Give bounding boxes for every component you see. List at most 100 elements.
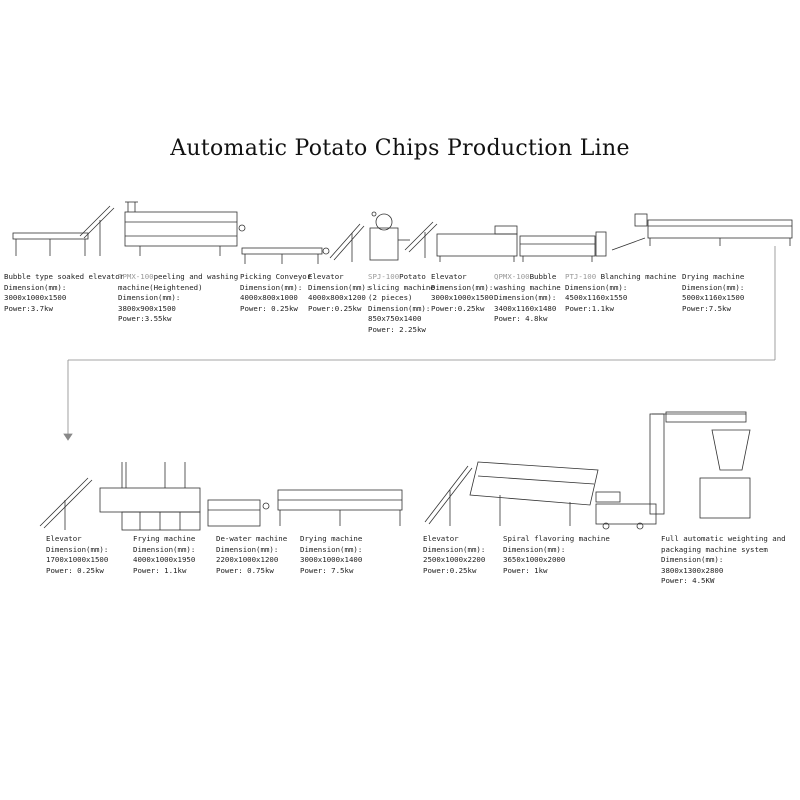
machine-dimension: 2500x1000x2200 [423, 555, 486, 565]
machine-label-elevator-4: Elevator Dimension(mm): 2500x1000x2200 P… [423, 534, 485, 576]
machine-name: Drying machine [682, 272, 745, 281]
machine-power: Power:0.25kw [431, 303, 485, 313]
machine-name: Bubble type soaked elevator [4, 272, 125, 281]
machine-power: Power:0.25kw [423, 565, 477, 575]
flow-arrowhead [63, 433, 73, 441]
machine-label-slicing-machine: SPJ-100Potato slicing machine (2 pieces)… [368, 272, 435, 336]
machine-dimension-label: Dimension(mm): [133, 544, 196, 554]
machine-power: Power:1.1kw [565, 303, 614, 313]
machine-power: Power:3.55kw [118, 314, 172, 324]
machine-dimension-label: Dimension(mm): [423, 544, 486, 554]
machine-dimension: 3800x900x1500 [118, 303, 176, 313]
machine-dimension-label: Dimension(mm): [216, 544, 279, 554]
machine-dimension: 3000x1000x1500 [4, 293, 67, 303]
machine-power: Power: 0.75kw [216, 565, 274, 575]
machine-dimension: 4000x800x1000 [240, 293, 298, 303]
elevator-4-drawing [424, 465, 473, 526]
machine-power: Power:0.25kw [308, 303, 362, 313]
blanching-machine-drawing [519, 231, 607, 262]
machine-dimension-label: Dimension(mm): [240, 282, 303, 292]
machine-dimension: 4000x800x1200 [308, 293, 366, 303]
machine-label-frying: Frying machine Dimension(mm): 4000x1000x… [133, 534, 195, 576]
machine-dimension-label: Dimension(mm): [661, 555, 724, 565]
machine-dimension: 3650x1000x2000 [503, 555, 566, 565]
machine-name: Bubble [529, 272, 557, 281]
bubble-soaked-elevator-drawing [12, 205, 115, 256]
machine-name: Picking Conveyor [240, 272, 312, 281]
machine-power: Power: 4.5KW [661, 576, 715, 586]
machine-name: Elevator [423, 534, 459, 543]
machine-label-drying-1: Drying machine Dimension(mm): 5000x1160x… [682, 272, 744, 314]
machine-code: PTJ-100 [565, 272, 597, 281]
machine-power: Power: 1kw [503, 565, 548, 575]
machine-name: peeling and washing [153, 272, 239, 281]
machine-dimension: 2200x1000x1200 [216, 555, 279, 565]
drying-machine-2-drawing [277, 489, 403, 526]
machine-dimension: 1700x1000x1500 [46, 555, 109, 565]
flow-connector-arrow [67, 246, 776, 436]
machine-dimension-label: Dimension(mm): [4, 282, 67, 292]
machine-name: Full automatic weighting and [661, 534, 786, 543]
machine-label-picking-conveyor: Picking Conveyor Dimension(mm): 4000x800… [240, 272, 311, 314]
slicing-machine-drawing [369, 211, 410, 261]
machine-dimension-label: Dimension(mm): [503, 544, 566, 554]
elevator-1-drawing [329, 223, 365, 262]
machine-name-line2: packaging machine system [661, 544, 768, 554]
machine-dimension-label: Dimension(mm): [46, 544, 109, 554]
machine-label-bubble-washing: QPMX-100Bubble washing machine Dimension… [494, 272, 561, 325]
machine-dimension: 3400x1160x1480 [494, 303, 557, 313]
machine-label-drying-2: Drying machine Dimension(mm): 3000x1000x… [300, 534, 362, 576]
machine-dimension-label: Dimension(mm): [308, 282, 371, 292]
machine-name: Elevator [431, 272, 467, 281]
machine-power: Power: 2.25kw [368, 324, 426, 334]
machine-name: Spiral flavoring machine [503, 534, 610, 543]
machine-code: TPMX-100 [118, 272, 154, 281]
machine-power: Power: 0.25kw [46, 565, 104, 575]
machine-dimension-label: Dimension(mm): [118, 293, 181, 303]
machine-power: Power: 4.8kw [494, 314, 548, 324]
weighing-packaging-system-drawing [595, 411, 751, 530]
machine-dimension-label: Dimension(mm): [300, 544, 363, 554]
machine-dimension: 5000x1160x1500 [682, 293, 745, 303]
machine-power: Power: 7.5kw [300, 565, 354, 575]
machine-label-bubble-soaked-elevator: Bubble type soaked elevator Dimension(mm… [4, 272, 124, 314]
machine-name-line3: (2 pieces) [368, 293, 413, 303]
machine-label-blanching: PTJ-100 Blanching machine Dimension(mm):… [565, 272, 676, 314]
machine-name-line2: machine(Heightened) [118, 282, 203, 292]
machine-label-spiral-flavoring: Spiral flavoring machine Dimension(mm): … [503, 534, 610, 576]
elevator-2-drawing [404, 221, 438, 258]
machine-name: Elevator [308, 272, 344, 281]
machine-dimension: 4500x1160x1550 [565, 293, 628, 303]
machine-dimension: 4000x1000x1950 [133, 555, 196, 565]
machine-dimension-label: Dimension(mm): [368, 303, 431, 313]
de-water-machine-drawing [207, 499, 270, 527]
machine-dimension: 3800x1300x2800 [661, 565, 724, 575]
machine-name-line2: slicing machine [368, 282, 435, 292]
machine-name-line2: washing machine [494, 282, 561, 292]
machine-dimension-label: Dimension(mm): [431, 282, 494, 292]
machine-code: SPJ-100 [368, 272, 400, 281]
elevator-3-drawing [39, 477, 93, 530]
peeling-washing-machine-drawing [124, 201, 246, 256]
machine-label-weighing-packaging: Full automatic weighting and packaging m… [661, 534, 786, 587]
machine-power: Power: 0.25kw [240, 303, 298, 313]
machine-power: Power: 1.1kw [133, 565, 187, 575]
machine-name: Frying machine [133, 534, 196, 543]
bubble-washing-machine-drawing [436, 225, 518, 262]
page-title: Automatic Potato Chips Production Line [170, 136, 630, 161]
machine-power: Power:7.5kw [682, 303, 731, 313]
machine-dimension: 850x750x1400 [368, 314, 422, 324]
machine-dimension: 3000x1000x1500 [431, 293, 494, 303]
spiral-flavoring-machine-drawing [469, 461, 621, 526]
machine-label-elevator-3: Elevator Dimension(mm): 1700x1000x1500 P… [46, 534, 108, 576]
machine-name: Elevator [46, 534, 82, 543]
machine-code: QPMX-100 [494, 272, 530, 281]
machine-label-de-water: De-water machine Dimension(mm): 2200x100… [216, 534, 287, 576]
machine-name: Blanching machine [600, 272, 677, 281]
picking-conveyor-drawing [241, 247, 330, 264]
machine-label-elevator-2: Elevator Dimension(mm): 3000x1000x1500 P… [431, 272, 493, 314]
machine-label-elevator-1: Elevator Dimension(mm): 4000x800x1200 Po… [308, 272, 370, 314]
machine-dimension-label: Dimension(mm): [565, 282, 628, 292]
drying-machine-1-drawing [611, 213, 793, 251]
